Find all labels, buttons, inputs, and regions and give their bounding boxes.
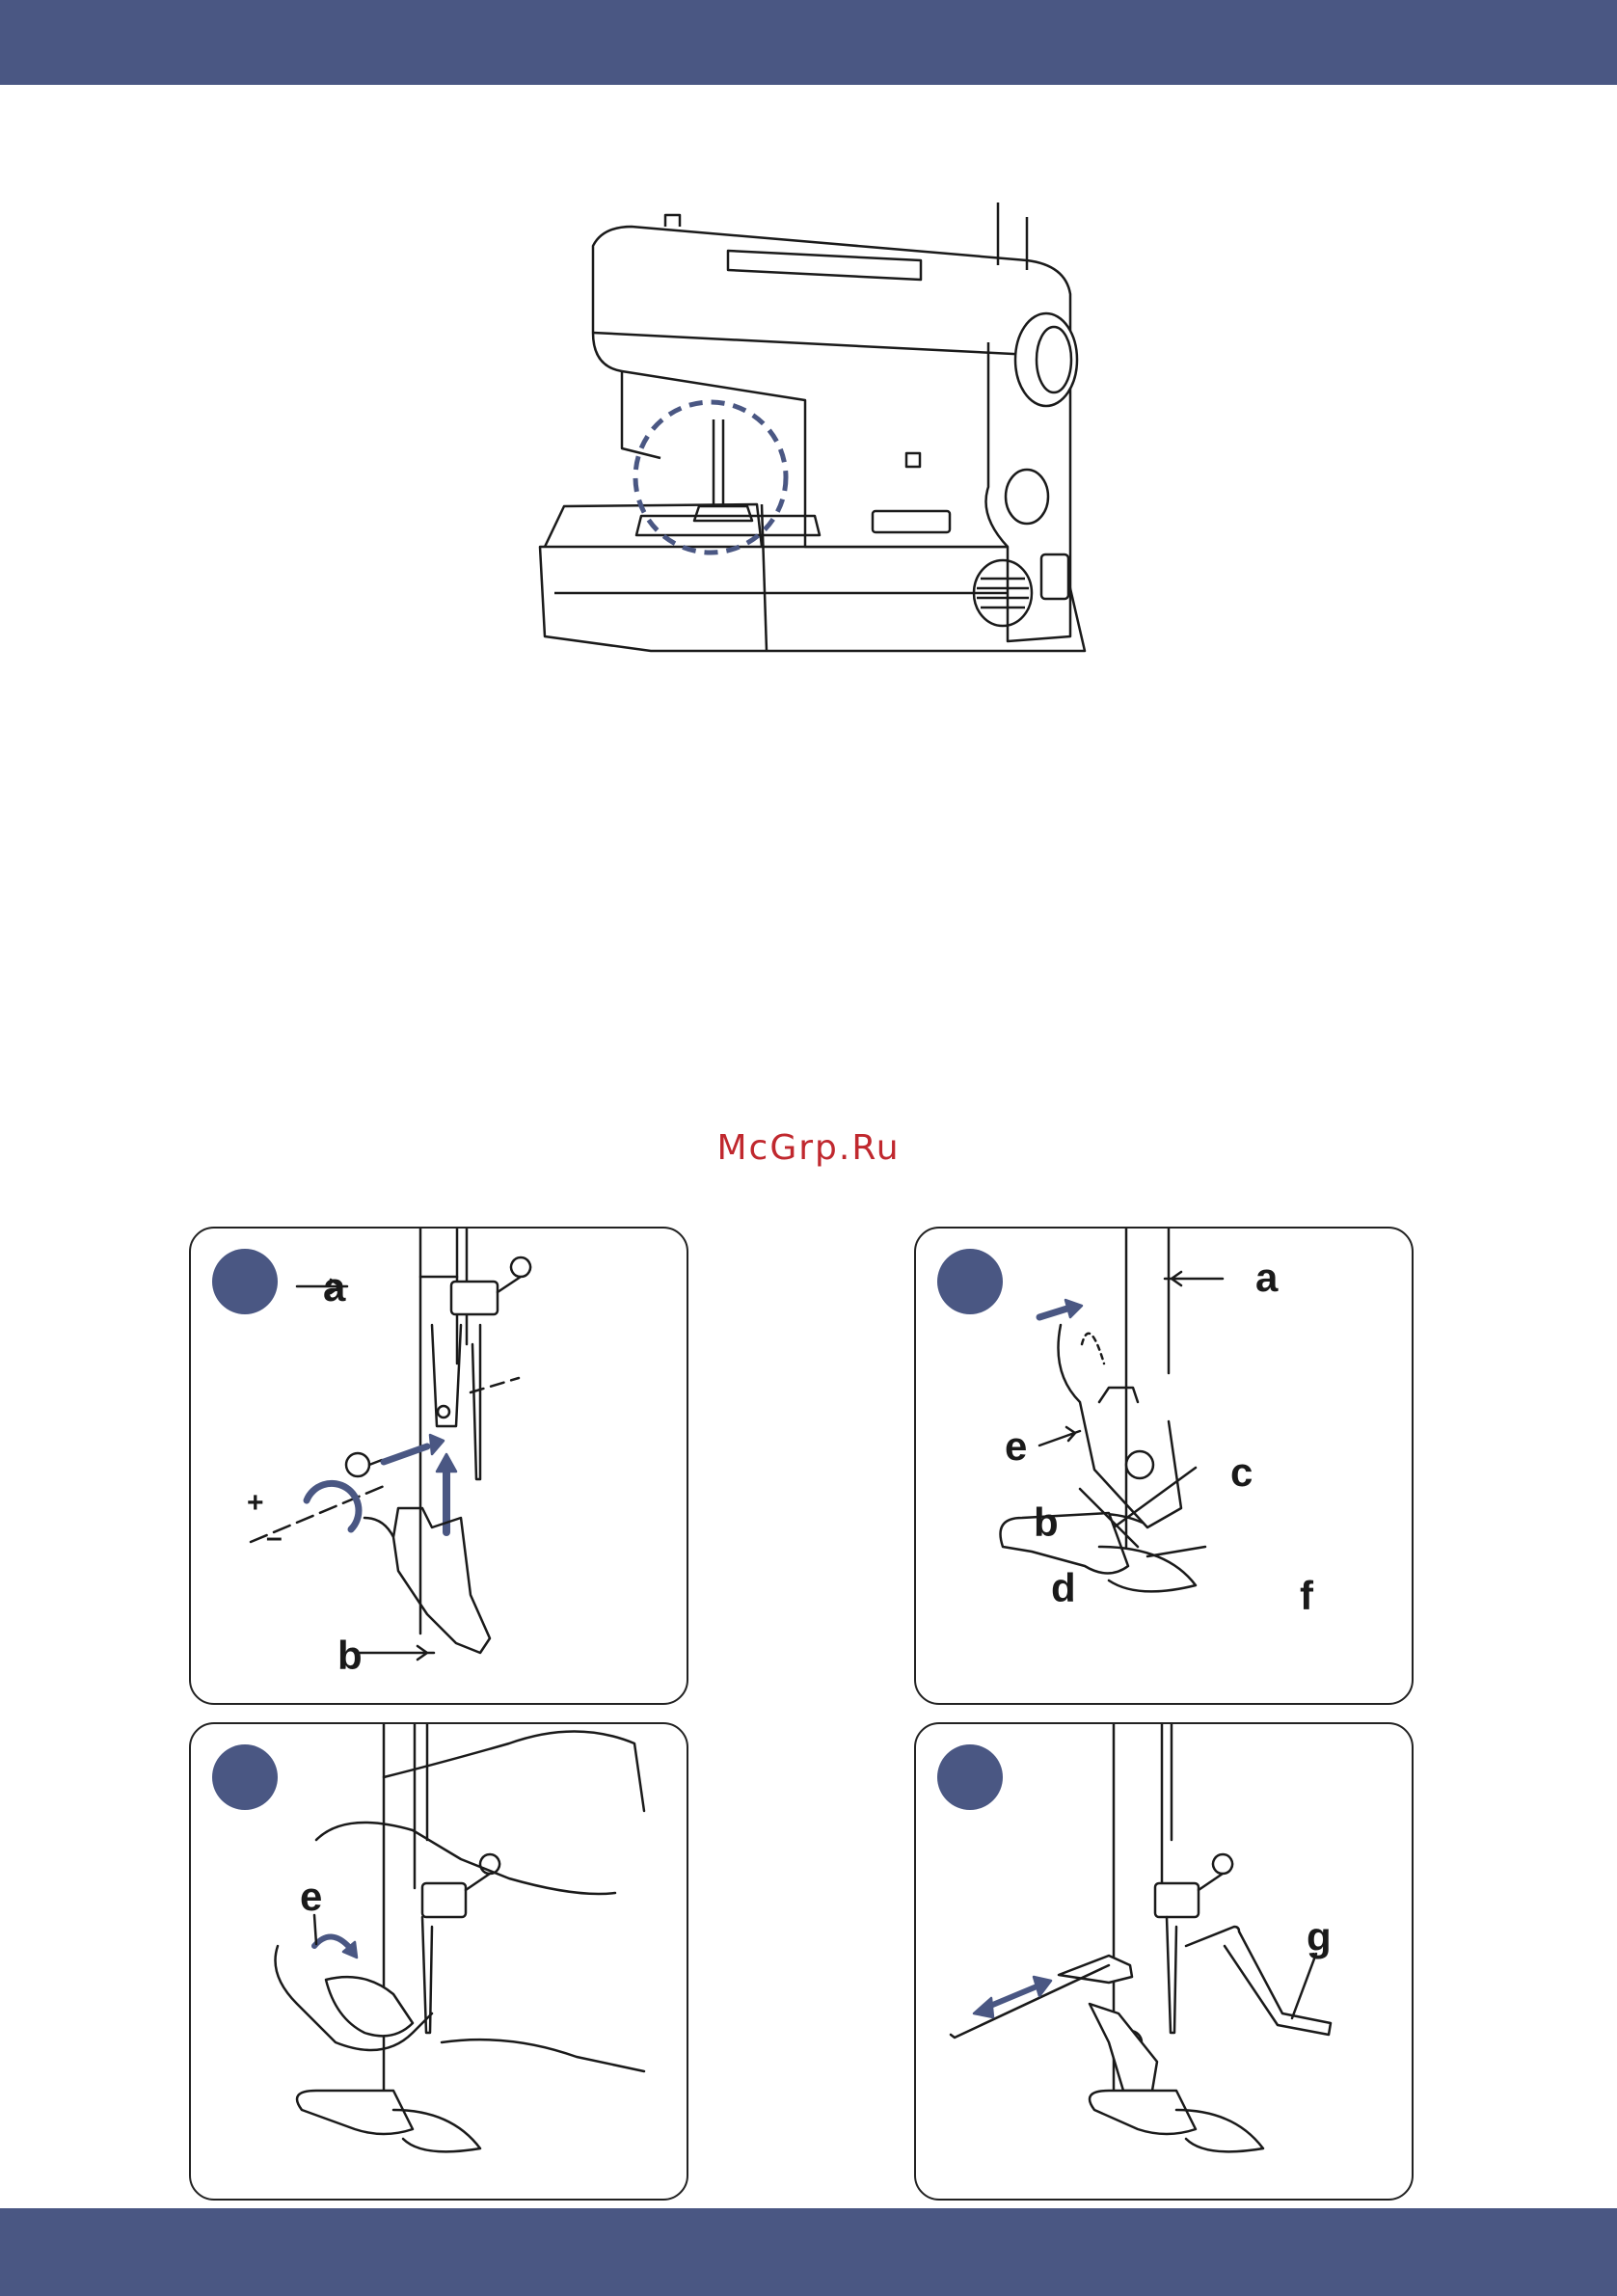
label-e: e (300, 1877, 322, 1917)
label-b: b (1034, 1502, 1059, 1543)
header-band (0, 0, 1617, 85)
label-g: g (1307, 1917, 1332, 1958)
label-f: f (1300, 1576, 1313, 1616)
step-badge (937, 1744, 1003, 1810)
step-badge (212, 1744, 278, 1810)
step-badge (212, 1249, 278, 1314)
label-a: a (1255, 1257, 1278, 1298)
label-b: b (337, 1635, 363, 1676)
footer-band (0, 2208, 1617, 2296)
panel-attach-presser-foot: a e c b d f (914, 1227, 1414, 1705)
panel-remove-presser-foot: a b + – (189, 1227, 688, 1705)
plus-sign: + (247, 1489, 264, 1518)
panel-release-presser-foot: e (189, 1722, 688, 2201)
label-c: c (1230, 1452, 1253, 1493)
watermark: McGrp.Ru (0, 1128, 1617, 1168)
step-badge (937, 1249, 1003, 1314)
label-d: d (1051, 1568, 1076, 1608)
label-a: a (323, 1267, 345, 1308)
sewing-machine-illustration (526, 198, 1094, 694)
label-e: e (1005, 1426, 1027, 1467)
panel-remove-shank: g (914, 1722, 1414, 2201)
minus-sign: – (266, 1524, 283, 1553)
